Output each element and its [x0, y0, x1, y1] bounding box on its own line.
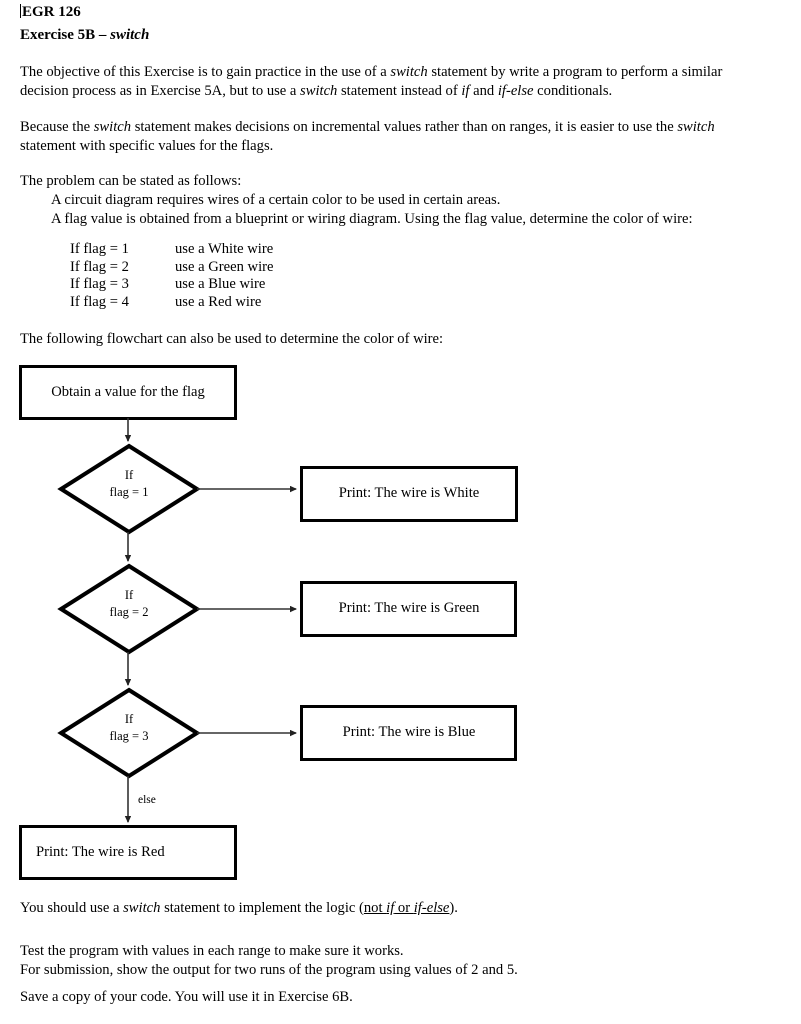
exercise-heading: Exercise 5B – switch [20, 26, 149, 44]
text-run-italic: switch [677, 119, 715, 135]
text-run: Because the [20, 119, 94, 135]
text-run-italic: switch [300, 83, 338, 99]
table-row: If flag = 4 use a Red wire [70, 294, 273, 312]
problem-line-2: A flag value is obtained from a blueprin… [51, 211, 693, 227]
flowchart-decision-2-label-line-1: If [124, 588, 134, 602]
test-line-1: Test the program with values in each ran… [20, 943, 404, 959]
flag-condition: If flag = 2 [70, 258, 129, 275]
flag-condition: If flag = 1 [70, 241, 129, 257]
paragraph-objective: The objective of this Exercise is to gai… [20, 63, 780, 101]
flag-action: use a Blue wire [175, 276, 266, 292]
flowchart-decision-1-label-line-1: If [124, 468, 134, 482]
paragraph-problem: The problem can be stated as follows: A … [20, 172, 780, 229]
table-row: If flag = 2 use a Green wire [70, 259, 273, 277]
flag-action: use a Green wire [175, 258, 274, 275]
text-run: and [469, 83, 498, 99]
text-run: statement makes decisions on incremental… [131, 119, 678, 135]
text-run-italic: switch [390, 64, 428, 80]
exercise-heading-keyword: switch [110, 27, 150, 43]
flag-condition: If flag = 3 [70, 276, 129, 292]
text-run: ). [449, 900, 458, 916]
text-run-italic: switch [93, 119, 132, 135]
text-run-italic: switch [123, 900, 161, 916]
paragraph-objective-line-1: The objective of this Exercise is to gai… [20, 63, 780, 82]
flowchart-decision-3-label-line-1: If [124, 712, 134, 726]
paragraph-because-line-2: statement with specific values for the f… [20, 138, 274, 154]
paragraph-objective-line-2: decision process as in Exercise 5A, but … [20, 82, 780, 101]
flowchart-else-label: else [138, 794, 156, 806]
text-run-italic: if [461, 83, 470, 99]
paragraph-closing: You should use a switch statement to imp… [20, 899, 458, 918]
text-run-italic: if [386, 900, 395, 916]
flowchart-decision-1-label-line-2: flag = 1 [109, 485, 149, 499]
flowchart-intro: The following flowchart can also be used… [20, 331, 444, 347]
text-run: statement instead of [337, 83, 462, 99]
flowchart-output-1-label: Print: The wire is White [338, 485, 480, 501]
flag-action: use a White wire [175, 241, 274, 257]
problem-line-1: A circuit diagram requires wires of a ce… [51, 192, 501, 208]
text-run: decision process as in Exercise 5A, but … [20, 83, 301, 99]
flowchart-decision-2-label-line-2: flag = 2 [109, 605, 149, 619]
paragraph-test: Test the program with values in each ran… [20, 942, 518, 980]
text-run-italic: if-else [497, 83, 534, 99]
flag-action: use a Red wire [175, 293, 262, 310]
flowchart-start-box-label: Obtain a value for the flag [51, 384, 205, 400]
test-line-2: For submission, show the output for two … [20, 962, 518, 978]
text-run: You should use a [20, 900, 124, 916]
closing-underlined-group: not if or if-else [364, 900, 450, 916]
problem-header: The problem can be stated as follows: [20, 173, 242, 189]
paragraph-because: Because the switch statement makes decis… [20, 118, 780, 156]
flowchart-output-3-label: Print: The wire is Blue [342, 724, 476, 740]
exercise-heading-prefix: Exercise 5B – [20, 27, 111, 43]
flowchart-output-else-label: Print: The wire is Red [36, 844, 165, 860]
text-run: statement by write a program to perform … [427, 64, 723, 80]
table-row: If flag = 3 use a Blue wire [70, 276, 273, 294]
course-heading: EGR 126 [20, 3, 81, 21]
text-run-italic: if-else [413, 900, 450, 916]
course-heading-text: EGR 126 [22, 4, 81, 20]
text-run: statement to implement the logic ( [160, 900, 364, 916]
flag-condition: If flag = 4 [70, 293, 129, 310]
text-caret [20, 4, 21, 18]
table-row: If flag = 1 use a White wire [70, 241, 273, 259]
flowchart-decision-3-label-line-2: flag = 3 [109, 729, 149, 743]
text-run: not [363, 900, 387, 916]
text-run: conditionals. [533, 83, 613, 99]
paragraph-because-line-1: Because the switch statement makes decis… [20, 118, 780, 137]
text-run: or [394, 900, 414, 916]
paragraph-save: Save a copy of your code. You will use i… [20, 989, 353, 1005]
text-run: The objective of this Exercise is to gai… [20, 64, 391, 80]
flag-mapping-table: If flag = 1 use a White wire If flag = 2… [70, 241, 273, 311]
flowchart-output-2-label: Print: The wire is Green [338, 600, 480, 616]
